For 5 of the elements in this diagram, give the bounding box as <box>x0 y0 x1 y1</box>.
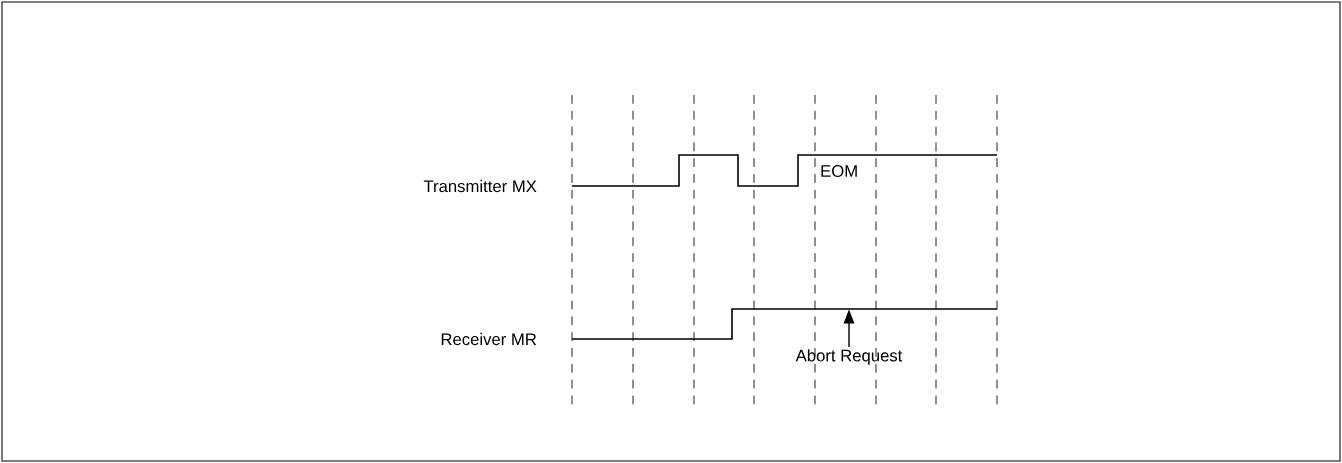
annotation-text: Abort Request <box>795 349 903 365</box>
waveform <box>571 308 998 340</box>
signal-name: Receiver MR <box>441 332 537 346</box>
signal-name: Transmitter MX <box>423 179 537 193</box>
signal-label: EOM <box>821 165 857 177</box>
